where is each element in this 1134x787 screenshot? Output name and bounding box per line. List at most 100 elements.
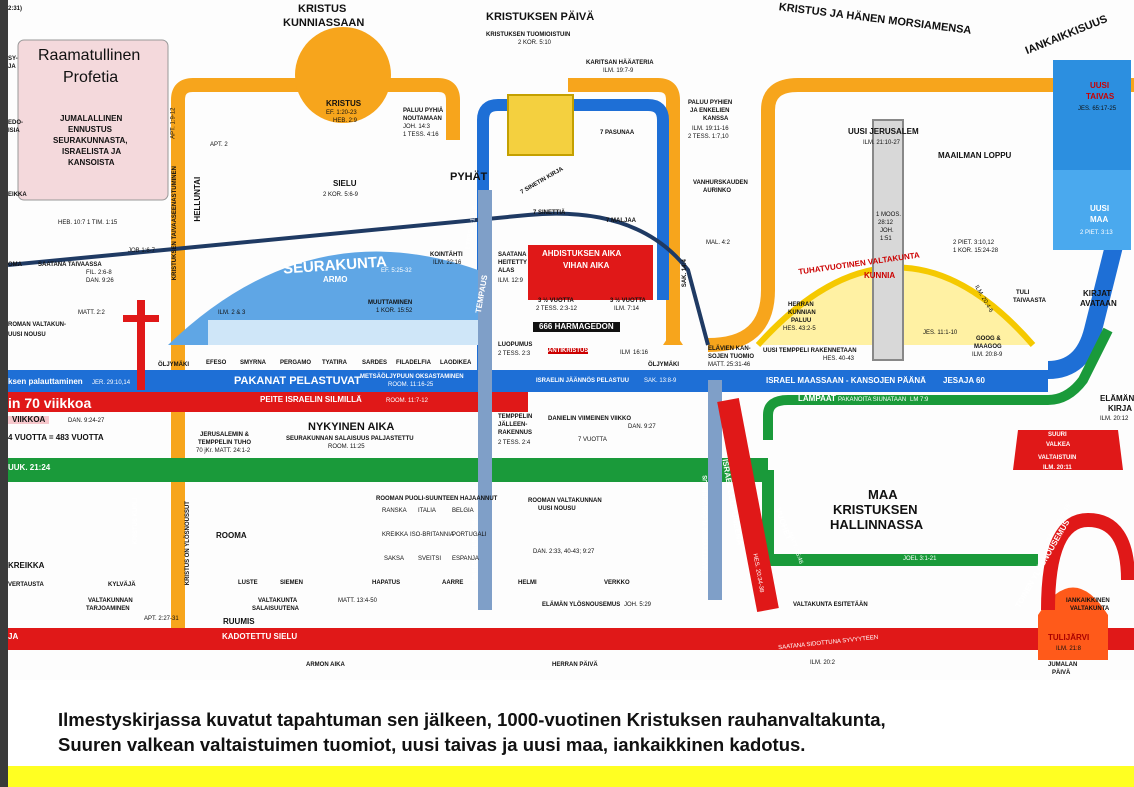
vanhurskauden-1: VANHURSKAUDEN (693, 180, 748, 186)
pyhat-cloud: PYHÄT (450, 171, 488, 183)
temppelin-1: TEMPPELIN (498, 414, 533, 420)
iankaikkinen-valtakunta-1: IANKAIKKINEN (1066, 598, 1110, 604)
left-edge-bar (0, 0, 8, 787)
luopumus-2: 2 TESS. 2:3 (498, 351, 531, 357)
scroll-title-1: Raamatullinen (38, 47, 141, 64)
peite-1: PEITE ISRAELIN SILMILLÄ (260, 395, 362, 404)
scroll-body-5: KANSOISTA (68, 158, 115, 167)
scroll-title-2: Profetia (63, 69, 119, 86)
tulijarvi-1: TULIJÄRVI (1048, 633, 1090, 642)
lake-of-fire (1038, 587, 1108, 660)
palauttaminen-2: JER. 29:10,14 (92, 380, 131, 386)
temppelin-3: RAKENNUS (498, 430, 533, 436)
lampaat-2: PAKANOITA SIUNATAAN (838, 397, 907, 403)
year-label: 2:31) (8, 6, 23, 12)
saatana-heitetty-2: HEITETTY (498, 260, 528, 266)
tuomioistuin-1: KRISTUKSEN TUOMIOISTUIN (486, 32, 571, 38)
jesaja: JESAJA 60 (943, 376, 985, 385)
kunnia: KUNNIA (864, 271, 896, 280)
church-efeso: EFESO (206, 360, 227, 366)
aarre: AARRE (442, 580, 464, 586)
apt2: APT. 2 (210, 142, 228, 148)
green-band (8, 458, 768, 482)
vuotta-left-1: 3 ½ VUOTTA (538, 298, 574, 304)
nation-8: SVEITSI (418, 556, 442, 562)
kointahti-2: ILM. 22:16 (433, 260, 462, 266)
olympiamaki-right: ÖLJYMÄKI (648, 362, 680, 368)
olympiamaki-left: ÖLJYMÄKI (158, 362, 190, 368)
tuomioistuin-2: 2 KOR. 5:10 (518, 40, 552, 46)
israelin-jaannos-2: SAK. 13:8-9 (644, 378, 677, 384)
uusi-taivas-1: UUSI (1090, 81, 1110, 90)
siemen: SIEMEN (280, 580, 304, 586)
ef-label: EF. 5:25-32 (381, 268, 412, 274)
suuri-1: SUURI (1048, 432, 1067, 438)
iankaikkinen-valtakunta-2: VALTAKUNTA (1070, 606, 1110, 612)
paluu-pyhia-3: JOH. 14:3 (403, 124, 431, 130)
red-loop-arrow (1041, 512, 1134, 611)
tulijarvi-2: ILM. 21:8 (1056, 646, 1082, 652)
prophecy-chart: Raamatullinen Profetia JUMALALLINEN ENNU… (8, 0, 1134, 680)
kristus-2: EF. 1:20-23 (326, 110, 357, 116)
ilm1616-1: ILM (620, 350, 631, 356)
tuli-taivaasta-1: TULI (1016, 290, 1030, 296)
vuotta-left-2: 2 TESS. 2:3-12 (536, 306, 577, 312)
uusi-jerusalem-1: UUSI JERUSALEM (848, 127, 919, 136)
chart-graphics (8, 27, 1134, 660)
cross-vertical (137, 300, 145, 390)
orange-path-right (568, 78, 680, 345)
elaman-ylosnousemus-2: JOH. 5:29 (624, 602, 652, 608)
ilm20-2: ILM. 20:2 (810, 660, 836, 666)
ilm1616-2: 16:16 (633, 350, 649, 356)
fil-2: DAN. 9:26 (86, 278, 114, 284)
maa-kristuksen-2: KRISTUKSEN (833, 502, 918, 517)
paluu-pyhia-4: 1 TESS. 4:16 (403, 132, 439, 138)
viikkoa-1: VIIKKOA (8, 415, 50, 425)
nation-1: RANSKA (382, 508, 407, 514)
ja-label: JA (8, 632, 19, 641)
nation-3: BELGIA (452, 508, 474, 514)
church-tyatira: TYATIRA (322, 360, 348, 366)
bottom-red-band (8, 628, 1134, 650)
kristus-kunniassaan-2: KUNNIASSAAN (283, 17, 365, 29)
helluntai: HELLUNTAI (193, 176, 203, 222)
moos-2: 28:12 (878, 220, 894, 226)
valtakunnan-tarjoaminen-2: TARJOAMINEN (86, 606, 130, 612)
verkko: VERKKO (604, 580, 630, 586)
edo-2: ISIA (8, 128, 20, 134)
kadotettu: KADOTETTU SIELU (222, 632, 298, 641)
metsaoljy-1: METSÄÖLJYPUUN OKSASTAMINEN (360, 374, 464, 380)
job: JOB 1:6-7 (128, 248, 156, 254)
blue-band (8, 370, 1048, 392)
white-throne (1013, 430, 1123, 470)
nation-4: KREIKKA (382, 532, 409, 538)
new-heaven-box (1053, 60, 1131, 170)
roman-valtakunta-1: ROMAN VALTAKUN- (8, 322, 66, 328)
joel: JOEL 3:1-21 (903, 556, 937, 562)
kristuksen-paiva: KRISTUKSEN PÄIVÄ (486, 11, 595, 23)
taivaaseenastuminen: KRISTUKSEN TAIVAASEENASTUMINEN (171, 166, 178, 281)
nykyinen-3: ROOM. 11:25 (328, 444, 365, 450)
romania: ROOMAN PUOLI-SUUNTEEN HAJAANNUT (376, 496, 498, 502)
temppelin-2: JÄLLEEN- (498, 422, 528, 428)
temppeli-rakennetaan-2: HES. 40-43 (823, 356, 855, 362)
jumalan-paiva-1: JUMALAN (1048, 662, 1078, 668)
scroll-body-2: ENNUSTUS (68, 125, 113, 134)
uusi-maa-1: UUSI (1090, 204, 1110, 213)
pakanat: PAKANAT PELASTUVAT (234, 375, 361, 387)
apt-label: APT. 2:27-31 (144, 616, 179, 622)
eikka: EIKKA (8, 192, 27, 198)
paluu-pyhien-4: ILM. 19:11-16 (692, 126, 729, 132)
dark-curve-line (8, 211, 710, 346)
moos-1: 1 MOOS. (876, 212, 902, 218)
moos-4: 1:51 (880, 236, 892, 242)
jes: JES. 11:1-10 (923, 330, 958, 336)
seven-vuotta: 7 VUOTTA (578, 437, 607, 443)
matt22: MATT. 2:2 (78, 310, 105, 316)
church-stairs (208, 320, 478, 345)
goog-2: MAAGOG (974, 344, 1002, 350)
dan: DAN. 2:33, 40-43; 9:27 (533, 549, 595, 555)
herran-paiva: HERRAN PÄIVÄ (552, 662, 598, 668)
judgment-throne (507, 94, 574, 156)
